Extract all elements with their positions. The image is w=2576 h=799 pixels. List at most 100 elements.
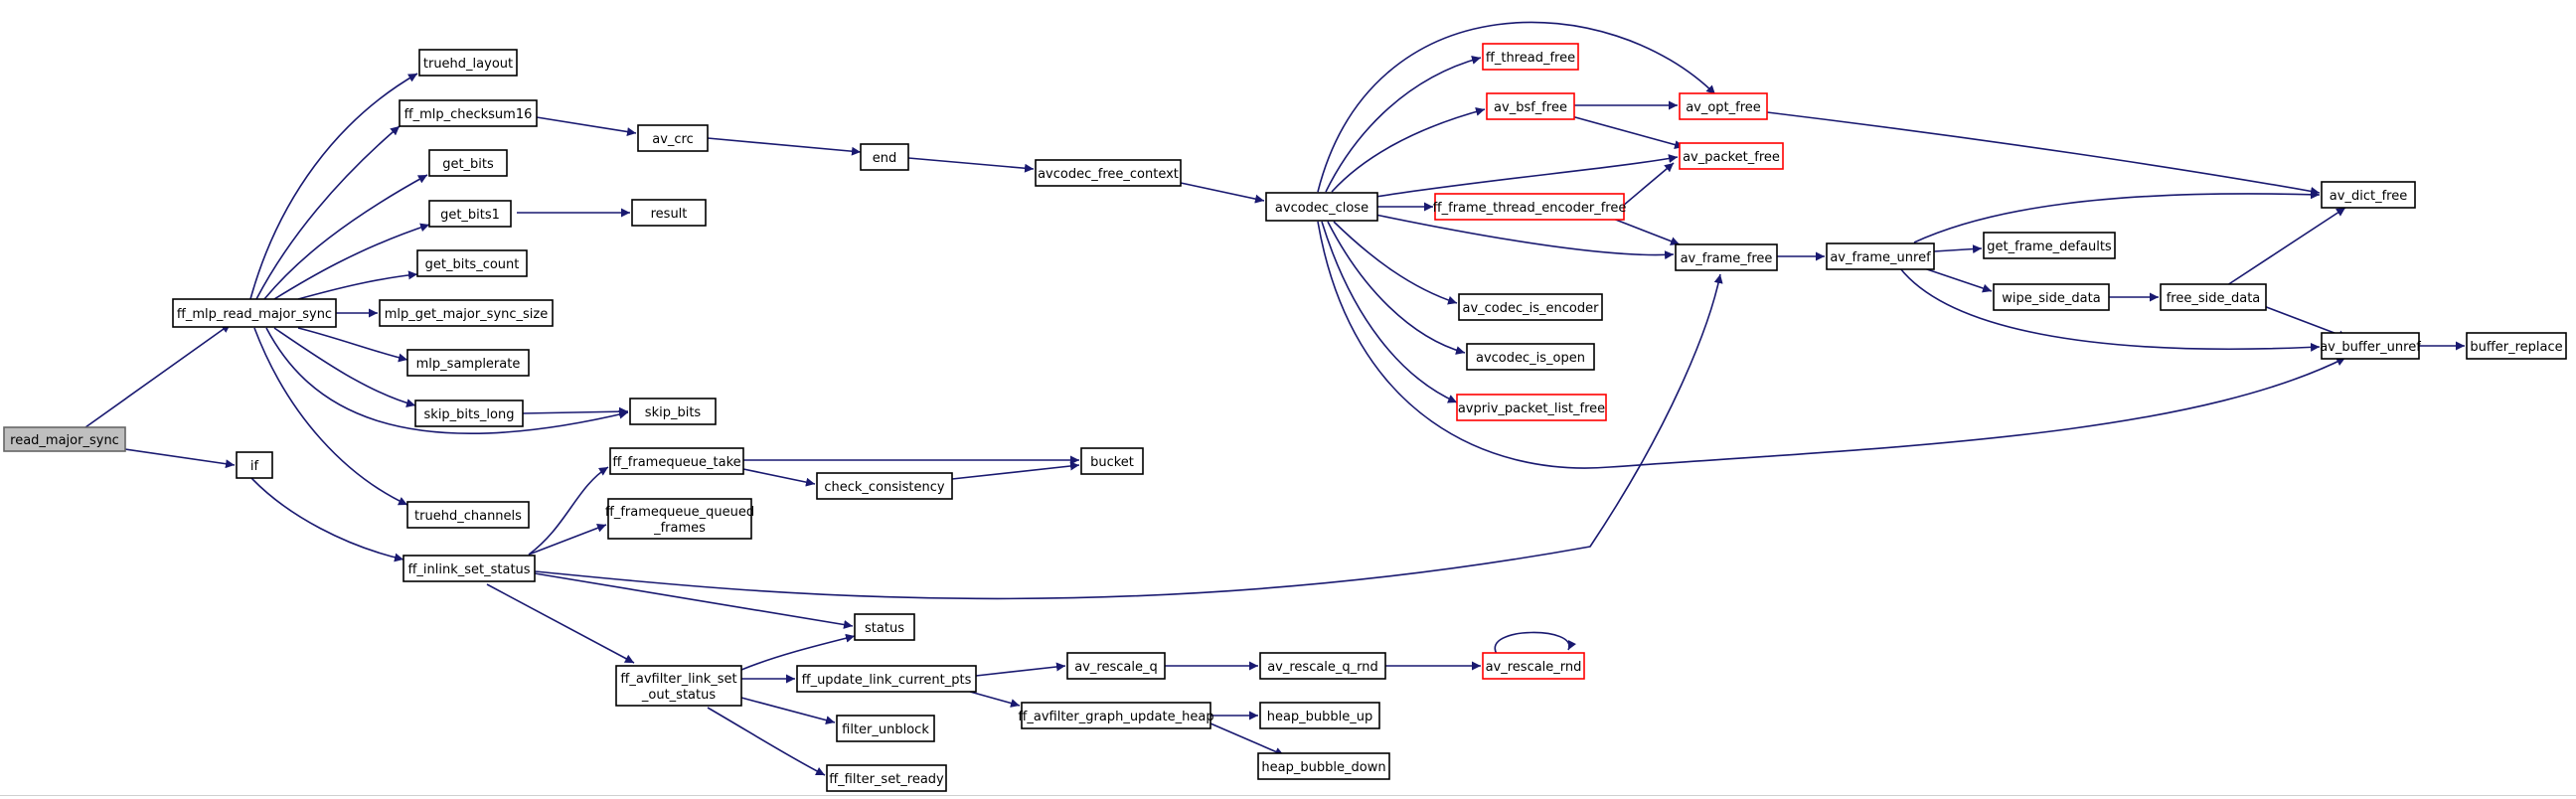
edge bbox=[1321, 221, 1458, 403]
edge bbox=[249, 476, 404, 562]
node-get-bits[interactable]: get_bits bbox=[428, 149, 508, 177]
node-label: av_bsf_free bbox=[1494, 100, 1567, 115]
node-result[interactable]: result bbox=[631, 199, 707, 227]
node-av-bsf-free[interactable]: av_bsf_free bbox=[1486, 92, 1575, 120]
node-label: buffer_replace bbox=[2470, 340, 2562, 355]
node-read-major-sync[interactable]: read_major_sync bbox=[3, 426, 126, 452]
node-label: ff_thread_free bbox=[1486, 51, 1575, 66]
node-label: read_major_sync bbox=[10, 433, 119, 448]
node-ff-avfilter-graph-update-heap[interactable]: ff_avfilter_graph_update_heap bbox=[1018, 702, 1214, 729]
node-label: av_codec_is_encoder bbox=[1463, 301, 1600, 316]
node-avcodec-close[interactable]: avcodec_close bbox=[1265, 192, 1378, 222]
node-av-crc[interactable]: av_crc bbox=[637, 124, 709, 152]
bottom-divider bbox=[0, 795, 2576, 796]
edge bbox=[528, 466, 609, 556]
node-av-dict-free[interactable]: av_dict_free bbox=[2321, 181, 2416, 209]
node-av-buffer-unref[interactable]: av_buffer_unref bbox=[2320, 332, 2421, 360]
edge bbox=[1933, 244, 1983, 254]
node-skip-bits-long[interactable]: skip_bits_long bbox=[414, 400, 524, 427]
node-label: mlp_get_major_sync_size bbox=[385, 307, 548, 322]
node-label: av_buffer_unref bbox=[2320, 340, 2421, 355]
edge bbox=[124, 448, 236, 469]
node-ff-framequeue-queued-frames[interactable]: ff_framequeue_queued _frames bbox=[605, 498, 754, 540]
node-av-rescale-q[interactable]: av_rescale_q bbox=[1066, 652, 1166, 680]
edge bbox=[951, 461, 1080, 480]
edge bbox=[1317, 21, 1716, 193]
nodes: read_major_sync ff_mlp_read_major_sync i… bbox=[3, 43, 2567, 792]
edge bbox=[297, 327, 408, 363]
node-check-consistency[interactable]: check_consistency bbox=[816, 472, 953, 500]
node-ff-framequeue-take[interactable]: ff_framequeue_take bbox=[609, 447, 744, 475]
node-heap-bubble-down[interactable]: heap_bubble_down bbox=[1257, 752, 1390, 780]
node-status[interactable]: status bbox=[854, 613, 915, 641]
node-avcodec-free-context[interactable]: avcodec_free_context bbox=[1035, 159, 1182, 187]
node-label: heap_bubble_down bbox=[1261, 760, 1385, 775]
node-ff-inlink-set-status[interactable]: ff_inlink_set_status bbox=[402, 555, 536, 582]
node-buffer-replace[interactable]: buffer_replace bbox=[2466, 332, 2567, 360]
edge bbox=[1374, 214, 1675, 260]
node-label: check_consistency bbox=[824, 480, 945, 495]
node-av-frame-unref[interactable]: av_frame_unref bbox=[1826, 242, 1935, 270]
node-mlp-get-major-sync-size[interactable]: mlp_get_major_sync_size bbox=[379, 299, 554, 327]
edge bbox=[1899, 267, 2321, 352]
node-label: wipe_side_data bbox=[2002, 291, 2100, 306]
node-label: av_rescale_q_rnd bbox=[1267, 660, 1378, 675]
node-label: avcodec_is_open bbox=[1476, 351, 1585, 366]
edge bbox=[273, 327, 416, 407]
edges bbox=[84, 21, 2465, 776]
edge bbox=[1374, 154, 1679, 198]
node-label: av_dict_free bbox=[2330, 189, 2407, 204]
node-mlp-samplerate[interactable]: mlp_samplerate bbox=[406, 349, 530, 377]
edge bbox=[2255, 302, 2348, 340]
node-label: ff_update_link_current_pts bbox=[802, 673, 972, 688]
node-av-packet-free[interactable]: av_packet_free bbox=[1679, 142, 1784, 170]
node-ff-frame-thread-encoder-free[interactable]: ff_frame_thread_encoder_free bbox=[1433, 193, 1627, 221]
edge bbox=[1180, 182, 1265, 204]
node-ff-mlp-read-major-sync[interactable]: ff_mlp_read_major_sync bbox=[172, 298, 337, 328]
node-label: ff_filter_set_ready bbox=[829, 772, 944, 787]
edge bbox=[707, 137, 862, 156]
node-avcodec-is-open[interactable]: avcodec_is_open bbox=[1466, 343, 1595, 371]
edge bbox=[2223, 207, 2346, 288]
node-truehd-layout[interactable]: truehd_layout bbox=[418, 49, 518, 77]
node-av-opt-free[interactable]: av_opt_free bbox=[1679, 92, 1768, 120]
node-ff-filter-set-ready[interactable]: ff_filter_set_ready bbox=[826, 764, 947, 792]
node-truehd-channels[interactable]: truehd_channels bbox=[406, 501, 530, 529]
node-get-bits-count[interactable]: get_bits_count bbox=[416, 249, 528, 277]
node-label: get_bits bbox=[442, 157, 494, 172]
edge bbox=[1923, 267, 1993, 293]
node-label: ff_framequeue_take bbox=[612, 455, 740, 470]
node-free-side-data[interactable]: free_side_data bbox=[2160, 283, 2267, 311]
node-av-rescale-q-rnd[interactable]: av_rescale_q_rnd bbox=[1259, 652, 1386, 680]
node-if[interactable]: if bbox=[236, 451, 273, 479]
node-label: bucket bbox=[1090, 455, 1134, 470]
node-av-codec-is-encoder[interactable]: av_codec_is_encoder bbox=[1458, 293, 1603, 321]
node-ff-update-link-current-pts[interactable]: ff_update_link_current_pts bbox=[796, 665, 977, 693]
node-av-rescale-rnd[interactable]: av_rescale_rnd bbox=[1482, 652, 1585, 680]
node-label: ff_mlp_checksum16 bbox=[404, 107, 533, 122]
edge bbox=[707, 707, 826, 776]
edge bbox=[522, 406, 629, 416]
node-ff-avfilter-link-set-out-status[interactable]: ff_avfilter_link_set _out_status bbox=[615, 665, 742, 707]
edge bbox=[742, 468, 816, 487]
node-label: skip_bits bbox=[645, 405, 702, 420]
edge bbox=[536, 116, 637, 137]
node-heap-bubble-up[interactable]: heap_bubble_up bbox=[1259, 702, 1380, 729]
node-wipe-side-data[interactable]: wipe_side_data bbox=[1993, 283, 2110, 311]
node-bucket[interactable]: bucket bbox=[1080, 447, 1144, 475]
node-skip-bits[interactable]: skip_bits bbox=[629, 398, 717, 425]
node-av-frame-free[interactable]: av_frame_free bbox=[1675, 243, 1778, 271]
node-get-frame-defaults[interactable]: get_frame_defaults bbox=[1983, 232, 2116, 259]
edge bbox=[1563, 113, 1685, 149]
node-label: avcodec_free_context bbox=[1038, 167, 1179, 182]
node-ff-mlp-checksum16[interactable]: ff_mlp_checksum16 bbox=[399, 99, 538, 127]
edge bbox=[263, 174, 428, 300]
node-label: av_opt_free bbox=[1686, 100, 1761, 115]
node-filter-unblock[interactable]: filter_unblock bbox=[836, 715, 935, 742]
node-end[interactable]: end bbox=[860, 143, 909, 171]
node-get-bits1[interactable]: get_bits1 bbox=[428, 200, 512, 228]
node-label: ff_mlp_read_major_sync bbox=[177, 307, 332, 322]
node-avpriv-packet-list-free[interactable]: avpriv_packet_list_free bbox=[1456, 394, 1607, 421]
node-ff-thread-free[interactable]: ff_thread_free bbox=[1482, 43, 1579, 71]
